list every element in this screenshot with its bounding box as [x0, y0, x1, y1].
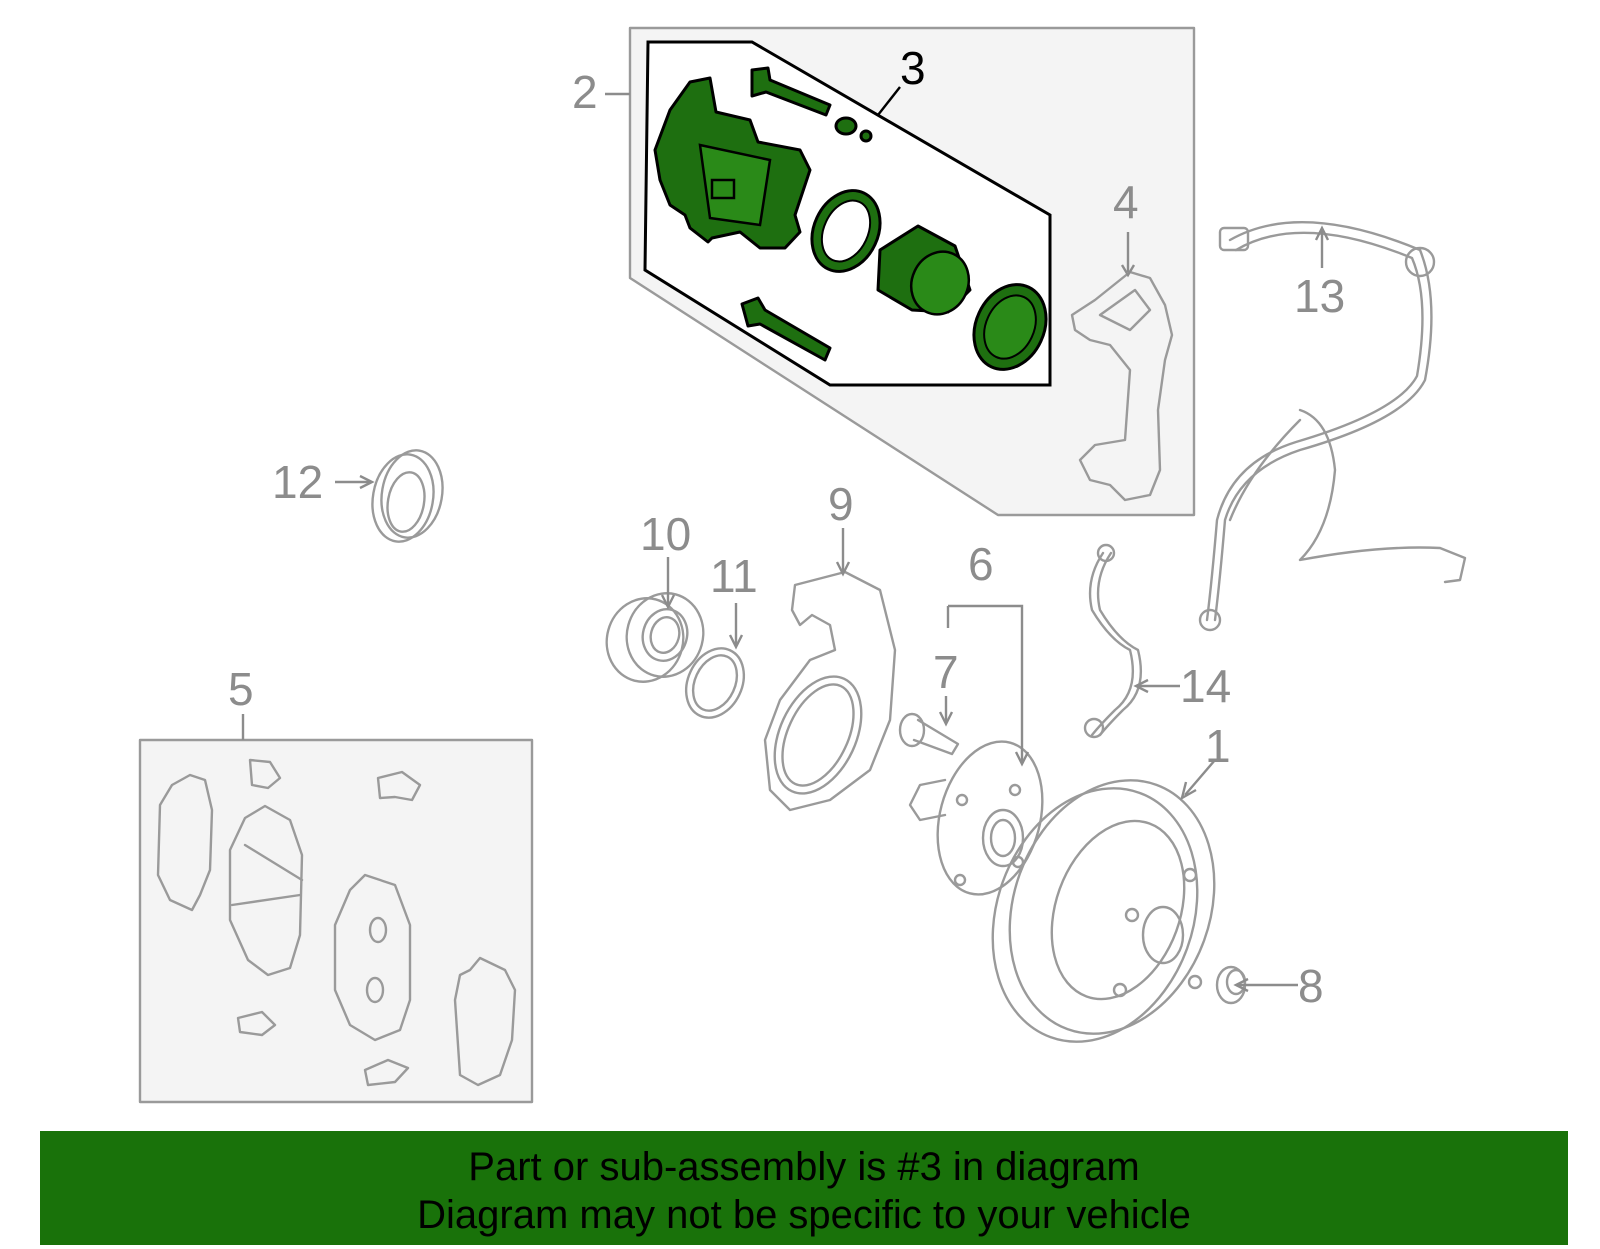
callout-13: 13	[1294, 270, 1345, 322]
callout-3: 3	[900, 42, 926, 94]
callout-8: 8	[1298, 960, 1324, 1012]
callout-4: 4	[1113, 176, 1139, 228]
callout-9: 9	[828, 478, 854, 530]
info-banner: Part or sub-assembly is #3 in diagram Di…	[40, 1131, 1568, 1245]
callout-10: 10	[640, 508, 691, 560]
callout-5: 5	[228, 663, 254, 715]
abs-sensor-harness[interactable]	[1198, 221, 1467, 632]
callout-12: 12	[272, 456, 323, 508]
callout-6: 6	[968, 538, 994, 590]
wheel-stud[interactable]	[898, 712, 960, 756]
pin-boot[interactable]	[834, 116, 858, 136]
guide-pin-bottom[interactable]	[740, 296, 832, 362]
banner-line-2: Diagram may not be specific to your vehi…	[417, 1193, 1191, 1237]
seal[interactable]	[366, 445, 449, 546]
snap-ring[interactable]	[675, 639, 754, 727]
callout-7: 7	[933, 646, 959, 698]
caliper-bracket[interactable]	[1070, 270, 1174, 502]
dust-shield[interactable]	[757, 570, 897, 812]
brake-parts-diagram: 1 2 3 4 5 6 7 8 9 10 11 12 13 14	[138, 26, 1467, 1104]
leader-lines	[241, 86, 1330, 993]
brake-rotor[interactable]	[958, 751, 1248, 1070]
callout-14: 14	[1180, 660, 1231, 712]
callout-11: 11	[710, 550, 758, 602]
banner-line-1: Part or sub-assembly is #3 in diagram	[468, 1145, 1140, 1189]
callout-1: 1	[1205, 720, 1231, 772]
brake-pads[interactable]	[156, 758, 517, 1087]
callout-numbers: 1 2 3 4 5 6 7 8 9 10 11 12 13 14	[228, 42, 1345, 1012]
callout-2: 2	[572, 66, 598, 118]
guide-pin-top[interactable]	[750, 66, 832, 117]
caliper-kit-parts[interactable]	[653, 66, 1059, 381]
wheel-bearing[interactable]	[597, 585, 712, 691]
wheel-hub[interactable]	[908, 730, 1058, 907]
brake-hose[interactable]	[1083, 543, 1142, 739]
